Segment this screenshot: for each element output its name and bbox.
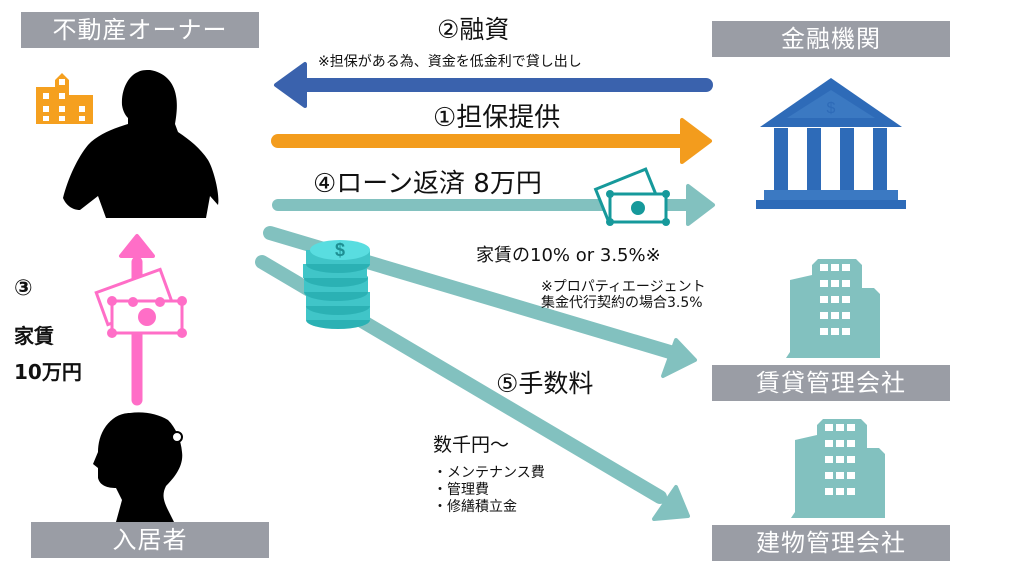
office-building-icon xyxy=(791,419,885,518)
fee-title: ⑤手数料 xyxy=(496,369,594,398)
repayment-title: ④ローン返済 8万円 xyxy=(313,169,542,199)
building-icon xyxy=(36,73,93,124)
banknote-icon xyxy=(593,167,670,226)
rental-mgmt-label: 賃貸管理会社 xyxy=(712,365,950,401)
man-silhouette-icon xyxy=(63,70,219,218)
coin-stack-icon: $ xyxy=(303,240,370,329)
owner-label: 不動産オーナー xyxy=(21,12,259,48)
bank-label: 金融機関 xyxy=(712,21,950,57)
svg-text:$: $ xyxy=(335,240,345,260)
woman-silhouette-icon xyxy=(93,412,183,522)
rent-number: ③ xyxy=(14,276,33,301)
rental-fee-note-1: ※プロパティエージェント xyxy=(541,279,706,295)
building-fee-item: ・メンテナンス費 xyxy=(433,465,545,481)
building-fee-item: ・管理費 xyxy=(433,482,489,498)
svg-text:$: $ xyxy=(827,100,836,117)
banknote-icon xyxy=(94,267,187,338)
loan-note: ※担保がある為、資金を低金利で貸し出し xyxy=(318,54,582,70)
bank-icon: $ xyxy=(756,78,906,209)
tenant-label: 入居者 xyxy=(31,522,269,558)
rent-amount: 10万円 xyxy=(14,360,82,384)
building-mgmt-label: 建物管理会社 xyxy=(712,525,950,561)
loan-title: ②融資 xyxy=(437,15,510,44)
building-fee-item: ・修繕積立金 xyxy=(433,499,517,515)
rental-fee-note-2: 集金代行契約の場合3.5% xyxy=(541,295,703,311)
collateral-arrow xyxy=(271,118,712,164)
collateral-title: ①担保提供 xyxy=(433,103,561,133)
office-building-icon xyxy=(786,259,880,358)
building-fee-amount: 数千円～ xyxy=(433,434,510,456)
rent-label: 家賃 xyxy=(14,324,54,348)
loan-arrow xyxy=(274,62,713,108)
rental-fee-rate: 家賃の10% or 3.5%※ xyxy=(476,245,661,266)
